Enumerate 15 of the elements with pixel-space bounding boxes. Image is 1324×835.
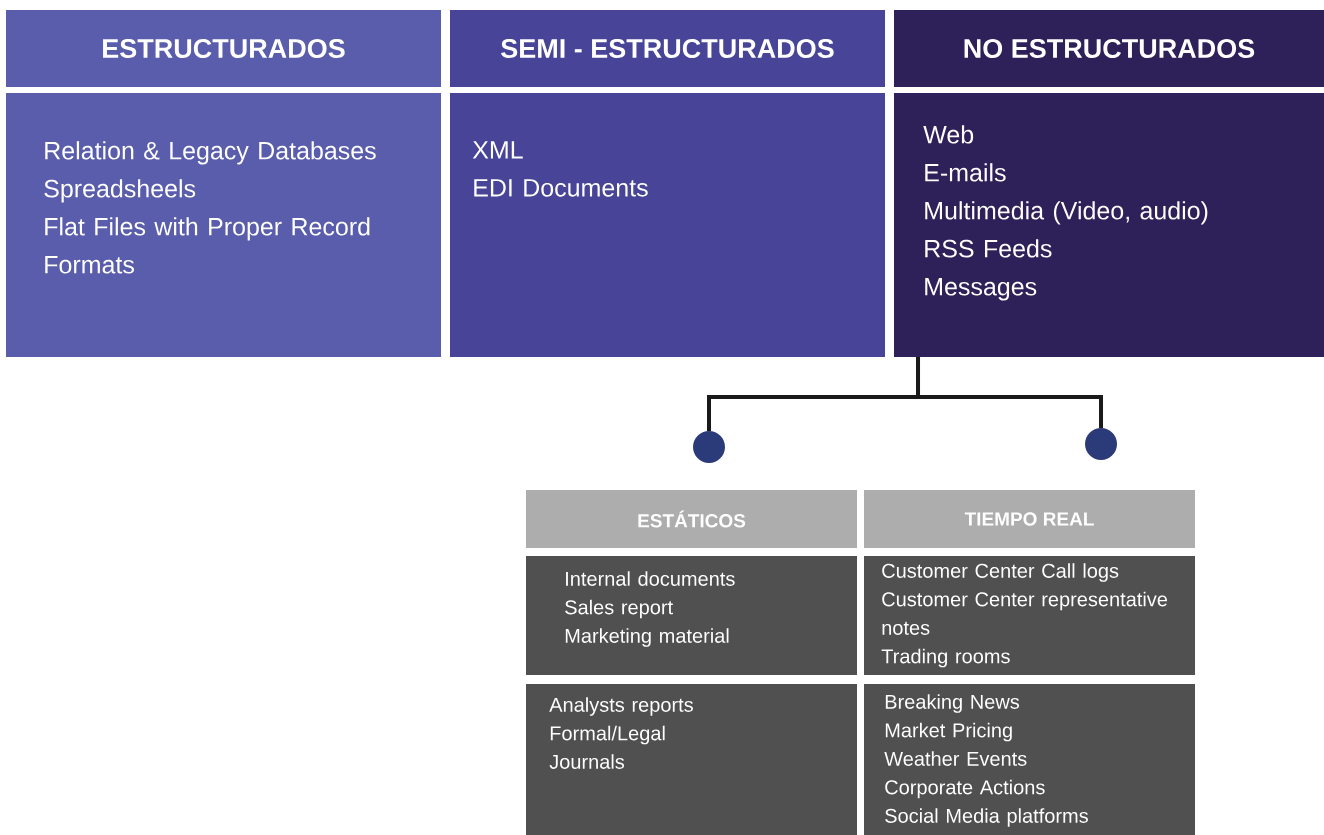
column-header: TIEMPO REAL [864,490,1195,548]
category-panel: Breaking News Market Pricing Weather Events Corporate Actions Social Media platforms [864,684,1195,835]
connector-line [916,357,1103,428]
category-panel: Web E-mails Multimedia (Video, audio) RSS Feeds Messages [894,93,1324,357]
category-panel: Analysts reports Formal/Legal Journals [526,684,857,835]
category-panel: Internal documents Sales report Marketing material [526,556,857,675]
column-header: NO ESTRUCTURADOS [894,10,1324,87]
category-panel: XML EDI Documents [450,93,885,357]
column-header: ESTRUCTURADOS [6,10,441,87]
category-panel: Customer Center Call logs Customer Center representative notes Trading rooms [864,556,1195,675]
column-header: ESTÁTICOS [526,490,857,548]
dot-marker [693,431,725,463]
category-panel: Relation & Legacy Databases Spreadsheels Flat Files with Proper Record Formats [6,93,441,357]
column-header: SEMI - ESTRUCTURADOS [450,10,885,87]
dot-marker [1085,428,1117,460]
